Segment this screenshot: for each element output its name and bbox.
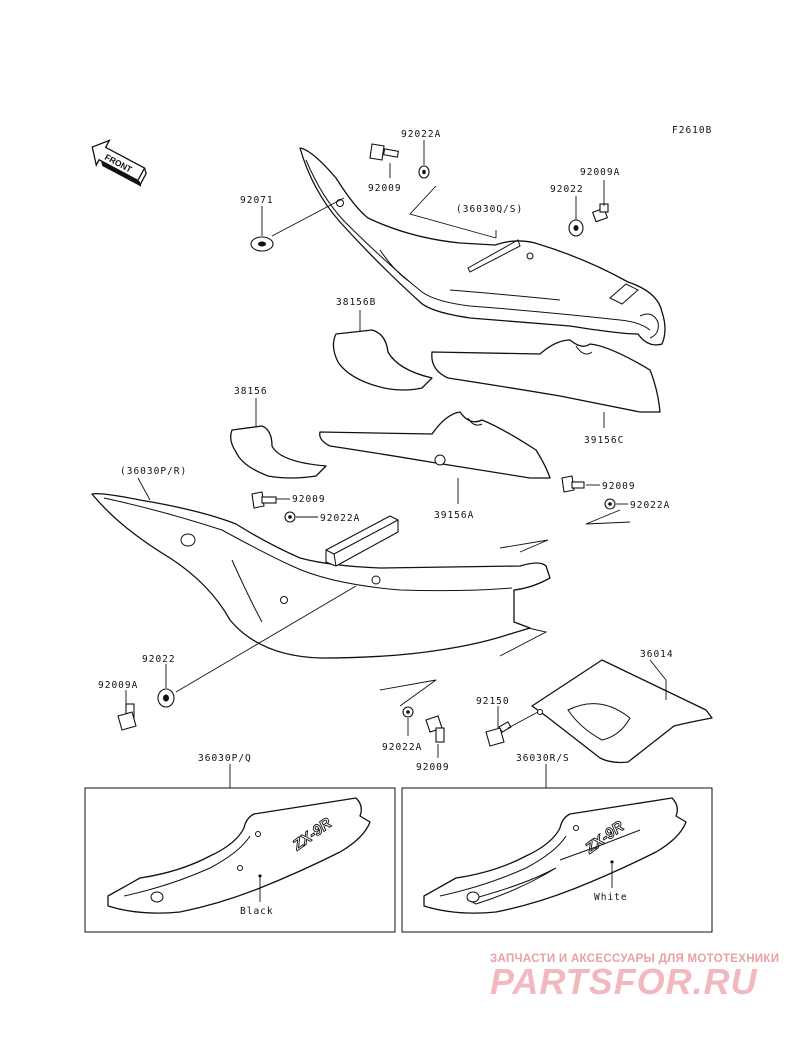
label-92071: 92071 <box>240 195 274 206</box>
nut-92022A-midright <box>604 498 616 510</box>
bolt-92009-midright <box>561 475 585 493</box>
label-92009-bottom: 92009 <box>416 762 450 773</box>
label-38156: 38156 <box>234 386 268 397</box>
label-92009-midright: 92009 <box>602 481 636 492</box>
watermark-logo: PARTSFOR.RU <box>490 961 758 1002</box>
nut-92022A-mid <box>284 511 296 523</box>
nut-92022A-top <box>418 165 430 179</box>
label-92150: 92150 <box>476 696 510 707</box>
trim-panel-38156B <box>332 329 433 391</box>
side-cover-white-variant: ZX-9R White <box>423 797 687 914</box>
label-92022A-mid: 92022A <box>320 513 360 524</box>
label-92022A-top: 92022A <box>401 129 441 140</box>
grommet-92071 <box>250 236 274 252</box>
leader-lines <box>125 140 667 788</box>
watermark: ЗАПЧАСТИ И АКСЕССУАРЫ ДЛЯ МОТОТЕХНИКИ PA… <box>490 953 779 1002</box>
inner-panel-39156C <box>431 339 661 413</box>
label-92022-left: 92022 <box>142 654 176 665</box>
label-92009A-right: 92009A <box>580 167 620 178</box>
watermark-tagline: ЗАПЧАСТИ И АКСЕССУАРЫ ДЛЯ МОТОТЕХНИКИ <box>490 953 779 965</box>
figure-code: F2610B <box>672 125 712 136</box>
label-92022A-midright: 92022A <box>630 500 670 511</box>
label-36030PQ: 36030P/Q <box>198 753 252 764</box>
bracket-36014 <box>531 659 713 764</box>
washer-92022-left <box>157 688 175 708</box>
label-92022A-bottom: 92022A <box>382 742 422 753</box>
label-92009-top: 92009 <box>368 183 402 194</box>
bolt-92009-mid <box>251 491 277 509</box>
variant-box-white <box>401 787 713 933</box>
label-92022-right: 92022 <box>550 184 584 195</box>
label-36030PR: (36030P/R) <box>120 466 187 477</box>
bolt-92009A-right <box>591 203 609 223</box>
label-36014: 36014 <box>640 649 674 660</box>
label-38156B: 38156B <box>336 297 376 308</box>
label-36030QS: (36030Q/S) <box>456 204 523 215</box>
bolt-92009-bottom <box>425 715 445 743</box>
front-direction-arrow: FRONT <box>91 139 147 187</box>
side-cover-black-variant: ZX-9R Black <box>107 797 371 917</box>
variant-box-black <box>84 787 396 933</box>
label-39156A: 39156A <box>434 510 474 521</box>
label-39156C: 39156C <box>584 435 624 446</box>
label-36030RS: 36030R/S <box>516 753 570 764</box>
label-92009A-left: 92009A <box>98 680 138 691</box>
bolt-92150 <box>485 721 512 747</box>
bolt-92009-top <box>369 143 400 161</box>
bolt-92009A-left <box>117 703 137 731</box>
seat-cowl-upper <box>299 147 666 346</box>
label-92009-mid: 92009 <box>292 494 326 505</box>
washer-92022-right <box>568 219 584 237</box>
nut-92022A-bottom <box>402 706 414 718</box>
color-label-white: White <box>594 892 628 903</box>
inner-panel-39156A <box>319 411 551 479</box>
trim-panel-38156 <box>230 425 327 479</box>
color-label-black: Black <box>240 906 274 917</box>
side-cover-main <box>91 492 551 659</box>
